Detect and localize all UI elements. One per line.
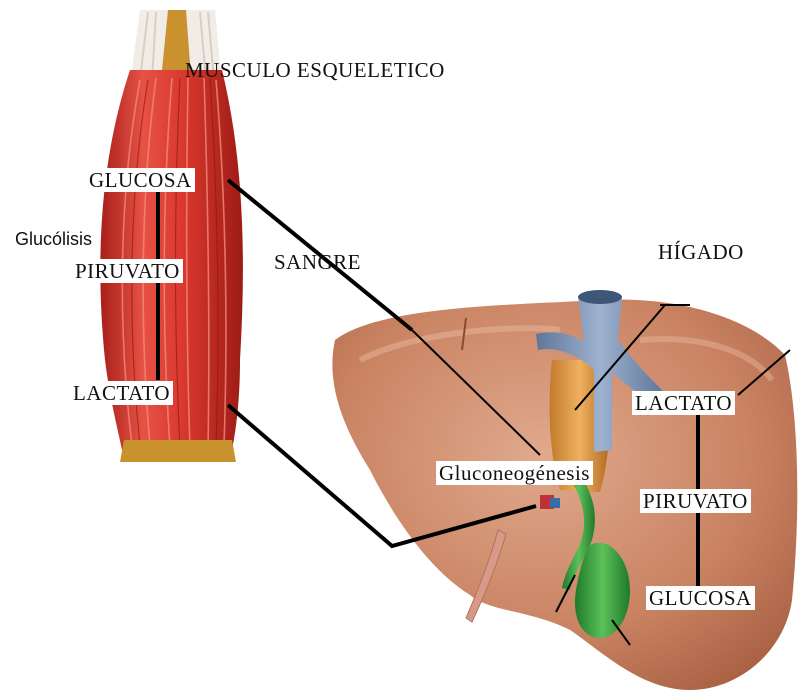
liver-glucose-label: GLUCOSA [646, 586, 755, 610]
liver-lactate-label: LACTATO [632, 391, 735, 415]
muscle-glucose-label: GLUCOSA [86, 168, 195, 192]
muscle-bottom-tendon [120, 440, 236, 462]
blood-label: SANGRE [274, 250, 361, 274]
gluconeogenesis-label: Gluconeogénesis [436, 461, 593, 485]
muscle-pyruvate-label: PIRUVATO [72, 259, 183, 283]
muscle-title: MUSCULO ESQUELETICO [185, 58, 445, 82]
liver-title: HÍGADO [658, 240, 744, 264]
muscle-lactate-label: LACTATO [70, 381, 173, 405]
liver-pyruvate-label: PIRUVATO [640, 489, 751, 513]
glycolysis-label: Glucólisis [12, 227, 95, 251]
